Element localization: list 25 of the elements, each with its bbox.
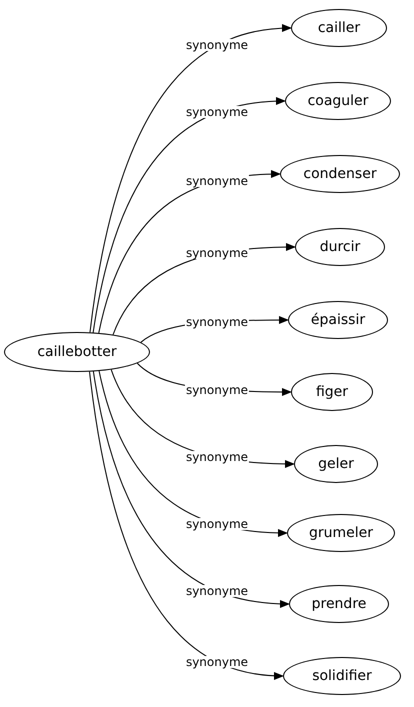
node-label: caillebotter <box>37 342 117 362</box>
node-label: durcir <box>320 238 360 256</box>
edge-label: synonyme <box>184 656 250 668</box>
edge-label: synonyme <box>184 106 250 118</box>
node-label: cailler <box>318 18 360 38</box>
arrow <box>89 371 284 680</box>
node-label: figer <box>316 382 348 402</box>
node-label: solidifier <box>312 666 372 686</box>
node-label: condenser <box>303 164 377 184</box>
edge-label: synonyme <box>184 39 250 52</box>
edge-label: synonyme <box>184 518 250 530</box>
node-label: prendre <box>312 594 366 614</box>
node-label: épaissir <box>310 310 366 330</box>
edge-label: synonyme <box>184 247 250 260</box>
node-label: grumeler <box>308 524 374 542</box>
arrow <box>92 371 290 608</box>
word-ellipse <box>4 332 150 372</box>
arrow <box>92 97 286 333</box>
edge-label: synonyme <box>184 384 250 396</box>
edge-label: synonyme <box>184 451 250 464</box>
node-label: geler <box>318 454 354 474</box>
node-label: coaguler <box>308 92 368 110</box>
arrow <box>90 24 292 333</box>
edge-label: synonyme <box>184 585 250 598</box>
edge-label: synonyme <box>184 175 250 187</box>
